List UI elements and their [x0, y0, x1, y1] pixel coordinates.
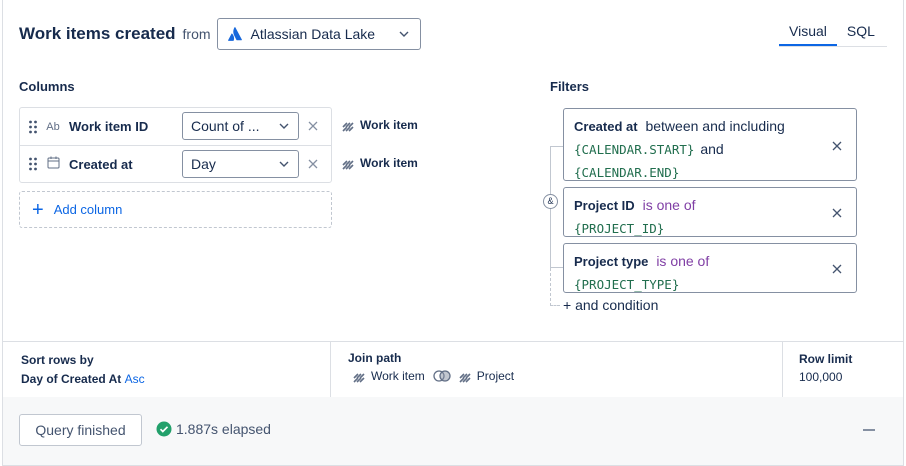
table-icon: [342, 121, 354, 132]
text-type-icon: Ab: [46, 120, 60, 133]
column-row: Ab Work item ID Count of ...: [20, 108, 331, 145]
atlassian-logo-icon: [227, 27, 242, 41]
filter-value[interactable]: {PROJECT_ID}: [574, 221, 665, 236]
filter-field: Project ID: [574, 198, 635, 213]
chevron-down-icon: [279, 161, 289, 167]
plus-icon: +: [32, 198, 44, 221]
column-name: Created at: [69, 156, 133, 172]
minimize-icon[interactable]: [863, 429, 875, 431]
sort-direction-link[interactable]: Asc: [124, 372, 145, 386]
filter-field: Project type: [574, 254, 649, 269]
aggregation-value: Count of ...: [191, 118, 260, 134]
remove-column-icon[interactable]: [306, 119, 320, 133]
aggregation-select[interactable]: Day: [182, 150, 299, 178]
and-connector[interactable]: &: [543, 194, 558, 209]
remove-filter-icon[interactable]: [830, 206, 844, 220]
table-icon: [342, 159, 354, 170]
check-circle-icon: [156, 421, 172, 437]
join-path-label: Join path: [348, 351, 402, 365]
data-source-label: Atlassian Data Lake: [250, 26, 376, 42]
add-condition-button[interactable]: + and condition: [563, 297, 659, 313]
filter-field: Created at: [574, 119, 638, 134]
column-name: Work item ID: [69, 119, 149, 134]
status-bar: [3, 397, 903, 465]
join-from: Work item: [371, 369, 425, 383]
tab-sql[interactable]: SQL: [846, 23, 875, 39]
query-header: Work items created from Atlassian Data L…: [19, 18, 421, 50]
query-status-button[interactable]: Query finished: [19, 414, 142, 446]
table-icon: [353, 372, 365, 383]
filter-operator[interactable]: between and including: [645, 118, 785, 134]
divider: [3, 341, 903, 342]
from-label: from: [182, 26, 211, 42]
sort-label: Sort rows by: [21, 353, 94, 367]
elapsed-text: 1.887s elapsed: [176, 421, 271, 437]
add-column-label: Add column: [53, 202, 123, 217]
filter-value[interactable]: {CALENDAR.END}: [574, 165, 680, 180]
tab-visual[interactable]: Visual: [779, 18, 837, 46]
query-title: Work items created: [19, 24, 176, 43]
filter-operator[interactable]: is one of: [642, 197, 696, 213]
column-table-name: Work item: [360, 156, 418, 170]
calendar-icon: [45, 156, 61, 172]
column-table-tag: Work item: [342, 156, 418, 170]
filter-project-type[interactable]: Project type is one of {PROJECT_TYPE}: [563, 243, 857, 293]
divider: [330, 341, 331, 397]
data-source-select[interactable]: Atlassian Data Lake: [216, 18, 421, 50]
sort-value: Day of Created At Asc: [21, 372, 145, 386]
join-path[interactable]: Work item Project: [353, 369, 514, 383]
chevron-down-icon: [399, 31, 409, 37]
filter-project-id[interactable]: Project ID is one of {PROJECT_ID}: [563, 187, 857, 237]
filters-heading: Filters: [550, 79, 590, 94]
filter-value[interactable]: {PROJECT_TYPE}: [574, 277, 680, 292]
filter-tree-tail: [550, 268, 560, 306]
row-limit-value[interactable]: 100,000: [799, 370, 843, 384]
aggregation-select[interactable]: Count of ...: [182, 112, 299, 140]
chevron-down-icon: [279, 123, 289, 129]
column-list: Ab Work item ID Count of ... Created at …: [19, 107, 332, 183]
columns-heading: Columns: [19, 79, 75, 94]
add-column-button[interactable]: + Add column: [19, 191, 332, 228]
filter-value[interactable]: {CALENDAR.START}: [574, 142, 695, 157]
join-link-icon: [433, 370, 451, 382]
remove-column-icon[interactable]: [306, 157, 320, 171]
divider: [782, 341, 783, 397]
table-icon: [459, 372, 471, 383]
column-table-name: Work item: [360, 118, 418, 132]
elapsed-time: 1.887s elapsed: [156, 421, 271, 437]
aggregation-value: Day: [191, 156, 216, 172]
mode-tabs: Visual SQL: [779, 18, 887, 47]
join-to: Project: [476, 369, 515, 383]
sort-field[interactable]: Day of Created At: [21, 372, 122, 386]
column-row: Created at Day: [20, 145, 331, 182]
remove-filter-icon[interactable]: [830, 139, 844, 153]
remove-filter-icon[interactable]: [830, 262, 844, 276]
row-limit-label: Row limit: [799, 352, 853, 366]
filter-operator[interactable]: is one of: [656, 253, 710, 269]
filter-joiner: and: [700, 141, 724, 157]
drag-handle-icon[interactable]: [28, 120, 38, 134]
column-table-tag: Work item: [342, 118, 418, 132]
filter-created-at[interactable]: Created at between and including {CALEND…: [563, 108, 857, 181]
drag-handle-icon[interactable]: [28, 157, 38, 171]
